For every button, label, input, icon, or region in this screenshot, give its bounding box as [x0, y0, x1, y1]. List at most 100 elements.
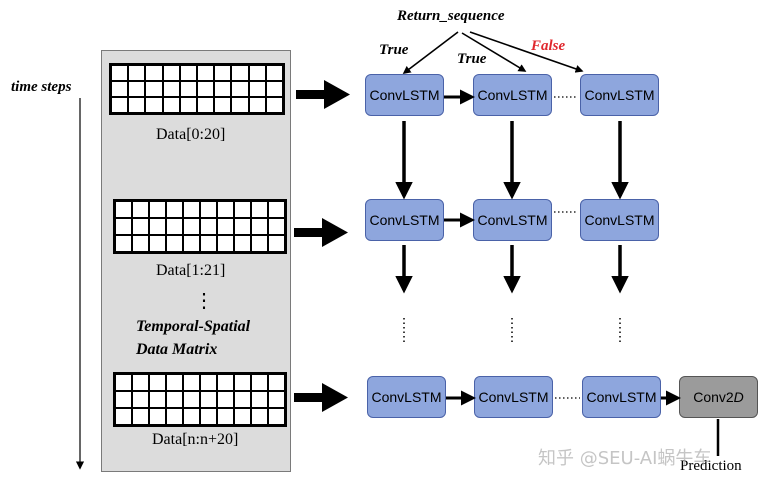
grid-cell — [214, 97, 232, 113]
grid-cell — [166, 235, 183, 252]
data-grid-0 — [109, 63, 285, 115]
grid-cell — [128, 97, 146, 113]
grid-cell — [234, 201, 251, 218]
grid-cell — [268, 235, 285, 252]
grid-cell — [115, 391, 132, 408]
input-arrow-3 — [294, 383, 348, 412]
input-arrow-1 — [296, 80, 350, 109]
grid-cell — [234, 408, 251, 425]
grid-cell — [265, 81, 283, 97]
return-false-label: False — [531, 38, 566, 54]
grid-cell — [217, 408, 234, 425]
grid-cell — [166, 374, 183, 391]
convlstm-label: ConvLSTM — [477, 212, 548, 228]
grid-cell — [251, 374, 268, 391]
grid-cell — [231, 97, 249, 113]
grid-cell — [251, 408, 268, 425]
conv2d-suffix: D — [733, 389, 744, 405]
grid-cell — [200, 218, 217, 235]
grid-cell — [111, 65, 129, 81]
grid-cell — [265, 97, 283, 113]
grid-cell — [197, 97, 215, 113]
grid-cell — [162, 65, 180, 81]
grid-cell — [149, 408, 166, 425]
grid-cell — [115, 374, 132, 391]
data-grid-1 — [113, 199, 287, 254]
grid-cell — [115, 235, 132, 252]
grid-cell — [132, 391, 149, 408]
grid-cell — [115, 408, 132, 425]
grid-cell — [217, 201, 234, 218]
grid-cell — [132, 218, 149, 235]
grid-cell — [162, 81, 180, 97]
grid-cell — [251, 218, 268, 235]
data-label-0: Data[0:20] — [156, 126, 226, 143]
convlstm-r1-c1: ConvLSTM — [365, 74, 444, 116]
grid-cell — [251, 391, 268, 408]
grid-cell — [268, 391, 285, 408]
grid-cell — [268, 218, 285, 235]
data-label-1: Data[1:21] — [156, 262, 226, 279]
panel-ellipsis: ⋮ — [194, 290, 214, 312]
grid-cell — [183, 391, 200, 408]
watermark: 知乎 @SEU-AI蜗牛车 — [538, 448, 712, 469]
grid-cell — [132, 235, 149, 252]
grid-cell — [197, 65, 215, 81]
convlstm-r2-c1: ConvLSTM — [365, 199, 444, 241]
grid-cell — [115, 201, 132, 218]
return-true-label-2: True — [457, 51, 487, 67]
convlstm-r3-c1: ConvLSTM — [367, 376, 446, 418]
grid-cell — [183, 218, 200, 235]
grid-cell — [166, 201, 183, 218]
grid-cell — [200, 374, 217, 391]
convlstm-r2-c3: ConvLSTM — [580, 199, 659, 241]
grid-cell — [128, 65, 146, 81]
grid-cell — [111, 97, 129, 113]
prediction-label: Prediction — [680, 458, 742, 474]
grid-cell — [111, 81, 129, 97]
grid-cell — [149, 374, 166, 391]
grid-cell — [248, 97, 266, 113]
grid-cell — [145, 97, 163, 113]
grid-cell — [248, 65, 266, 81]
grid-cell — [251, 235, 268, 252]
grid-cell — [132, 201, 149, 218]
return-sequence-title: Return_sequence — [397, 8, 505, 24]
grid-cell — [197, 81, 215, 97]
grid-cell — [231, 65, 249, 81]
grid-cell — [179, 65, 197, 81]
convlstm-label: ConvLSTM — [478, 389, 549, 405]
grid-cell — [183, 201, 200, 218]
grid-cell — [234, 235, 251, 252]
grid-cell — [217, 374, 234, 391]
grid-cell — [132, 408, 149, 425]
grid-cell — [200, 408, 217, 425]
convlstm-r1-c2: ConvLSTM — [473, 74, 552, 116]
grid-cell — [166, 218, 183, 235]
grid-cell — [162, 97, 180, 113]
convlstm-label: ConvLSTM — [584, 212, 655, 228]
grid-cell — [149, 391, 166, 408]
grid-cell — [132, 374, 149, 391]
data-label-n: Data[n:n+20] — [152, 431, 239, 448]
grid-cell — [166, 408, 183, 425]
grid-cell — [214, 81, 232, 97]
input-arrow-2 — [294, 218, 348, 247]
convlstm-r3-c2: ConvLSTM — [474, 376, 553, 418]
grid-cell — [115, 218, 132, 235]
matrix-label-line1: Temporal-Spatial — [136, 318, 251, 335]
grid-cell — [183, 374, 200, 391]
grid-cell — [268, 374, 285, 391]
convlstm-r1-c3: ConvLSTM — [580, 74, 659, 116]
data-grid-n — [113, 372, 287, 427]
grid-cell — [145, 65, 163, 81]
grid-cell — [234, 391, 251, 408]
convlstm-label: ConvLSTM — [369, 87, 440, 103]
convlstm-label: ConvLSTM — [584, 87, 655, 103]
grid-cell — [183, 235, 200, 252]
grid-cell — [251, 201, 268, 218]
grid-cell — [217, 235, 234, 252]
time-steps-label: time steps — [11, 79, 72, 95]
grid-cell — [128, 81, 146, 97]
